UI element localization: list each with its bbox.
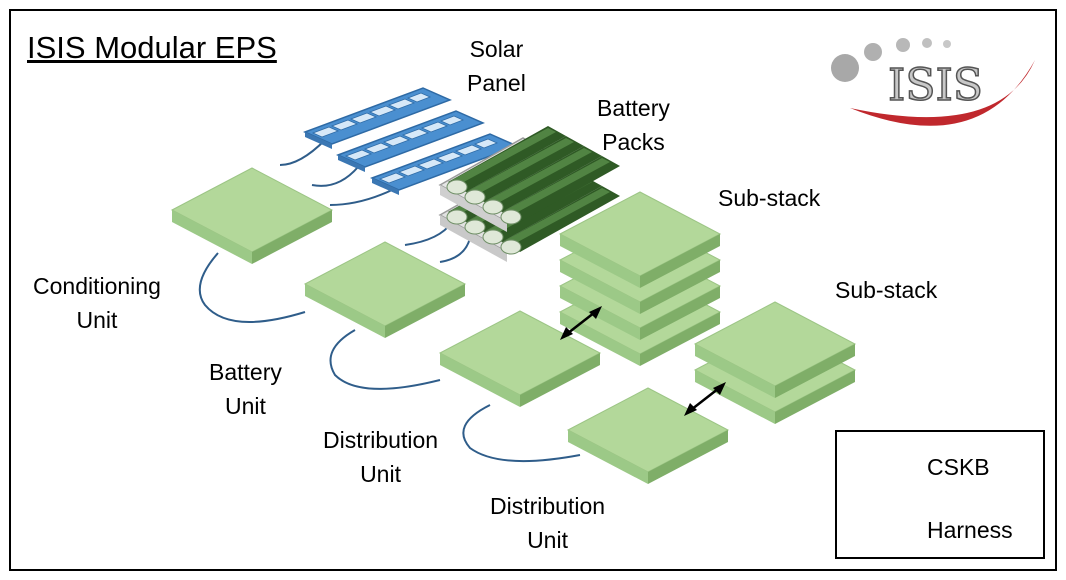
harness-solar-3 xyxy=(329,189,393,206)
distribution-unit-1-label-line-2: Unit xyxy=(360,461,401,487)
harness-cables xyxy=(198,139,581,463)
distribution-unit-2-board xyxy=(567,387,729,485)
sub-stack-1 xyxy=(559,191,721,367)
solar-panel-label: Solar Panel xyxy=(467,32,526,100)
harness-solar-2 xyxy=(311,166,359,187)
battery-packs-label-line-2: Packs xyxy=(602,129,665,155)
sub-stack-2-label: Sub-stack xyxy=(835,277,938,303)
battery-packs-label-line-1: Battery xyxy=(597,95,670,121)
distribution-unit-2-label-line-1: Distribution xyxy=(490,493,606,519)
solar-panel-label-line-1: Solar xyxy=(469,36,524,62)
distribution-unit-1-label: Distribution Unit xyxy=(323,423,438,491)
conditioning-unit-board xyxy=(171,167,333,265)
battery-packs-label: Battery Packs xyxy=(597,91,670,159)
battery-unit-label-line-2: Unit xyxy=(224,393,266,419)
isis-logo: ISIS xyxy=(831,38,1035,126)
logo-dot-large xyxy=(831,54,859,82)
conditioning-unit-label-line-1: Conditioning xyxy=(33,273,161,299)
logo-dot-smaller xyxy=(922,38,932,48)
logo-swoosh xyxy=(850,60,1035,126)
solar-panel-label-line-2: Panel xyxy=(467,70,526,96)
harness-battery xyxy=(329,329,441,390)
harness-solar-1 xyxy=(279,139,326,166)
battery-unit-board xyxy=(304,241,466,339)
battery-tray-upper-side xyxy=(440,185,507,232)
sub-stack-1-label: Sub-stack xyxy=(718,185,821,211)
conditioning-unit-label: Conditioning Unit xyxy=(33,269,161,337)
harness-conditioning xyxy=(198,252,306,323)
conditioning-unit-label-line-2: Unit xyxy=(76,307,118,333)
battery-tray-lower-side xyxy=(440,215,507,262)
battery-packs xyxy=(438,125,621,262)
battery-unit-label-line-1: Battery xyxy=(209,359,282,385)
logo-dot-small xyxy=(896,38,910,52)
distribution-unit-2-label: Distribution Unit xyxy=(490,489,605,557)
legend-cskb-label: CSKB xyxy=(927,454,990,480)
logo-text: ISIS xyxy=(888,60,983,111)
harness-battery-pack-2 xyxy=(439,237,471,263)
logo-dot-smallest xyxy=(943,40,951,48)
legend-harness-label: Harness xyxy=(927,517,1013,543)
distribution-unit-2-label-line-2: Unit xyxy=(527,527,568,553)
legend-box: CSKB Harness xyxy=(835,430,1045,559)
logo-dot-medium xyxy=(864,43,882,61)
battery-unit-label: Battery Unit xyxy=(209,355,282,423)
distribution-unit-1-label-line-1: Distribution xyxy=(323,427,439,453)
harness-distribution xyxy=(462,404,581,463)
diagram-title: ISIS Modular EPS xyxy=(27,30,277,65)
